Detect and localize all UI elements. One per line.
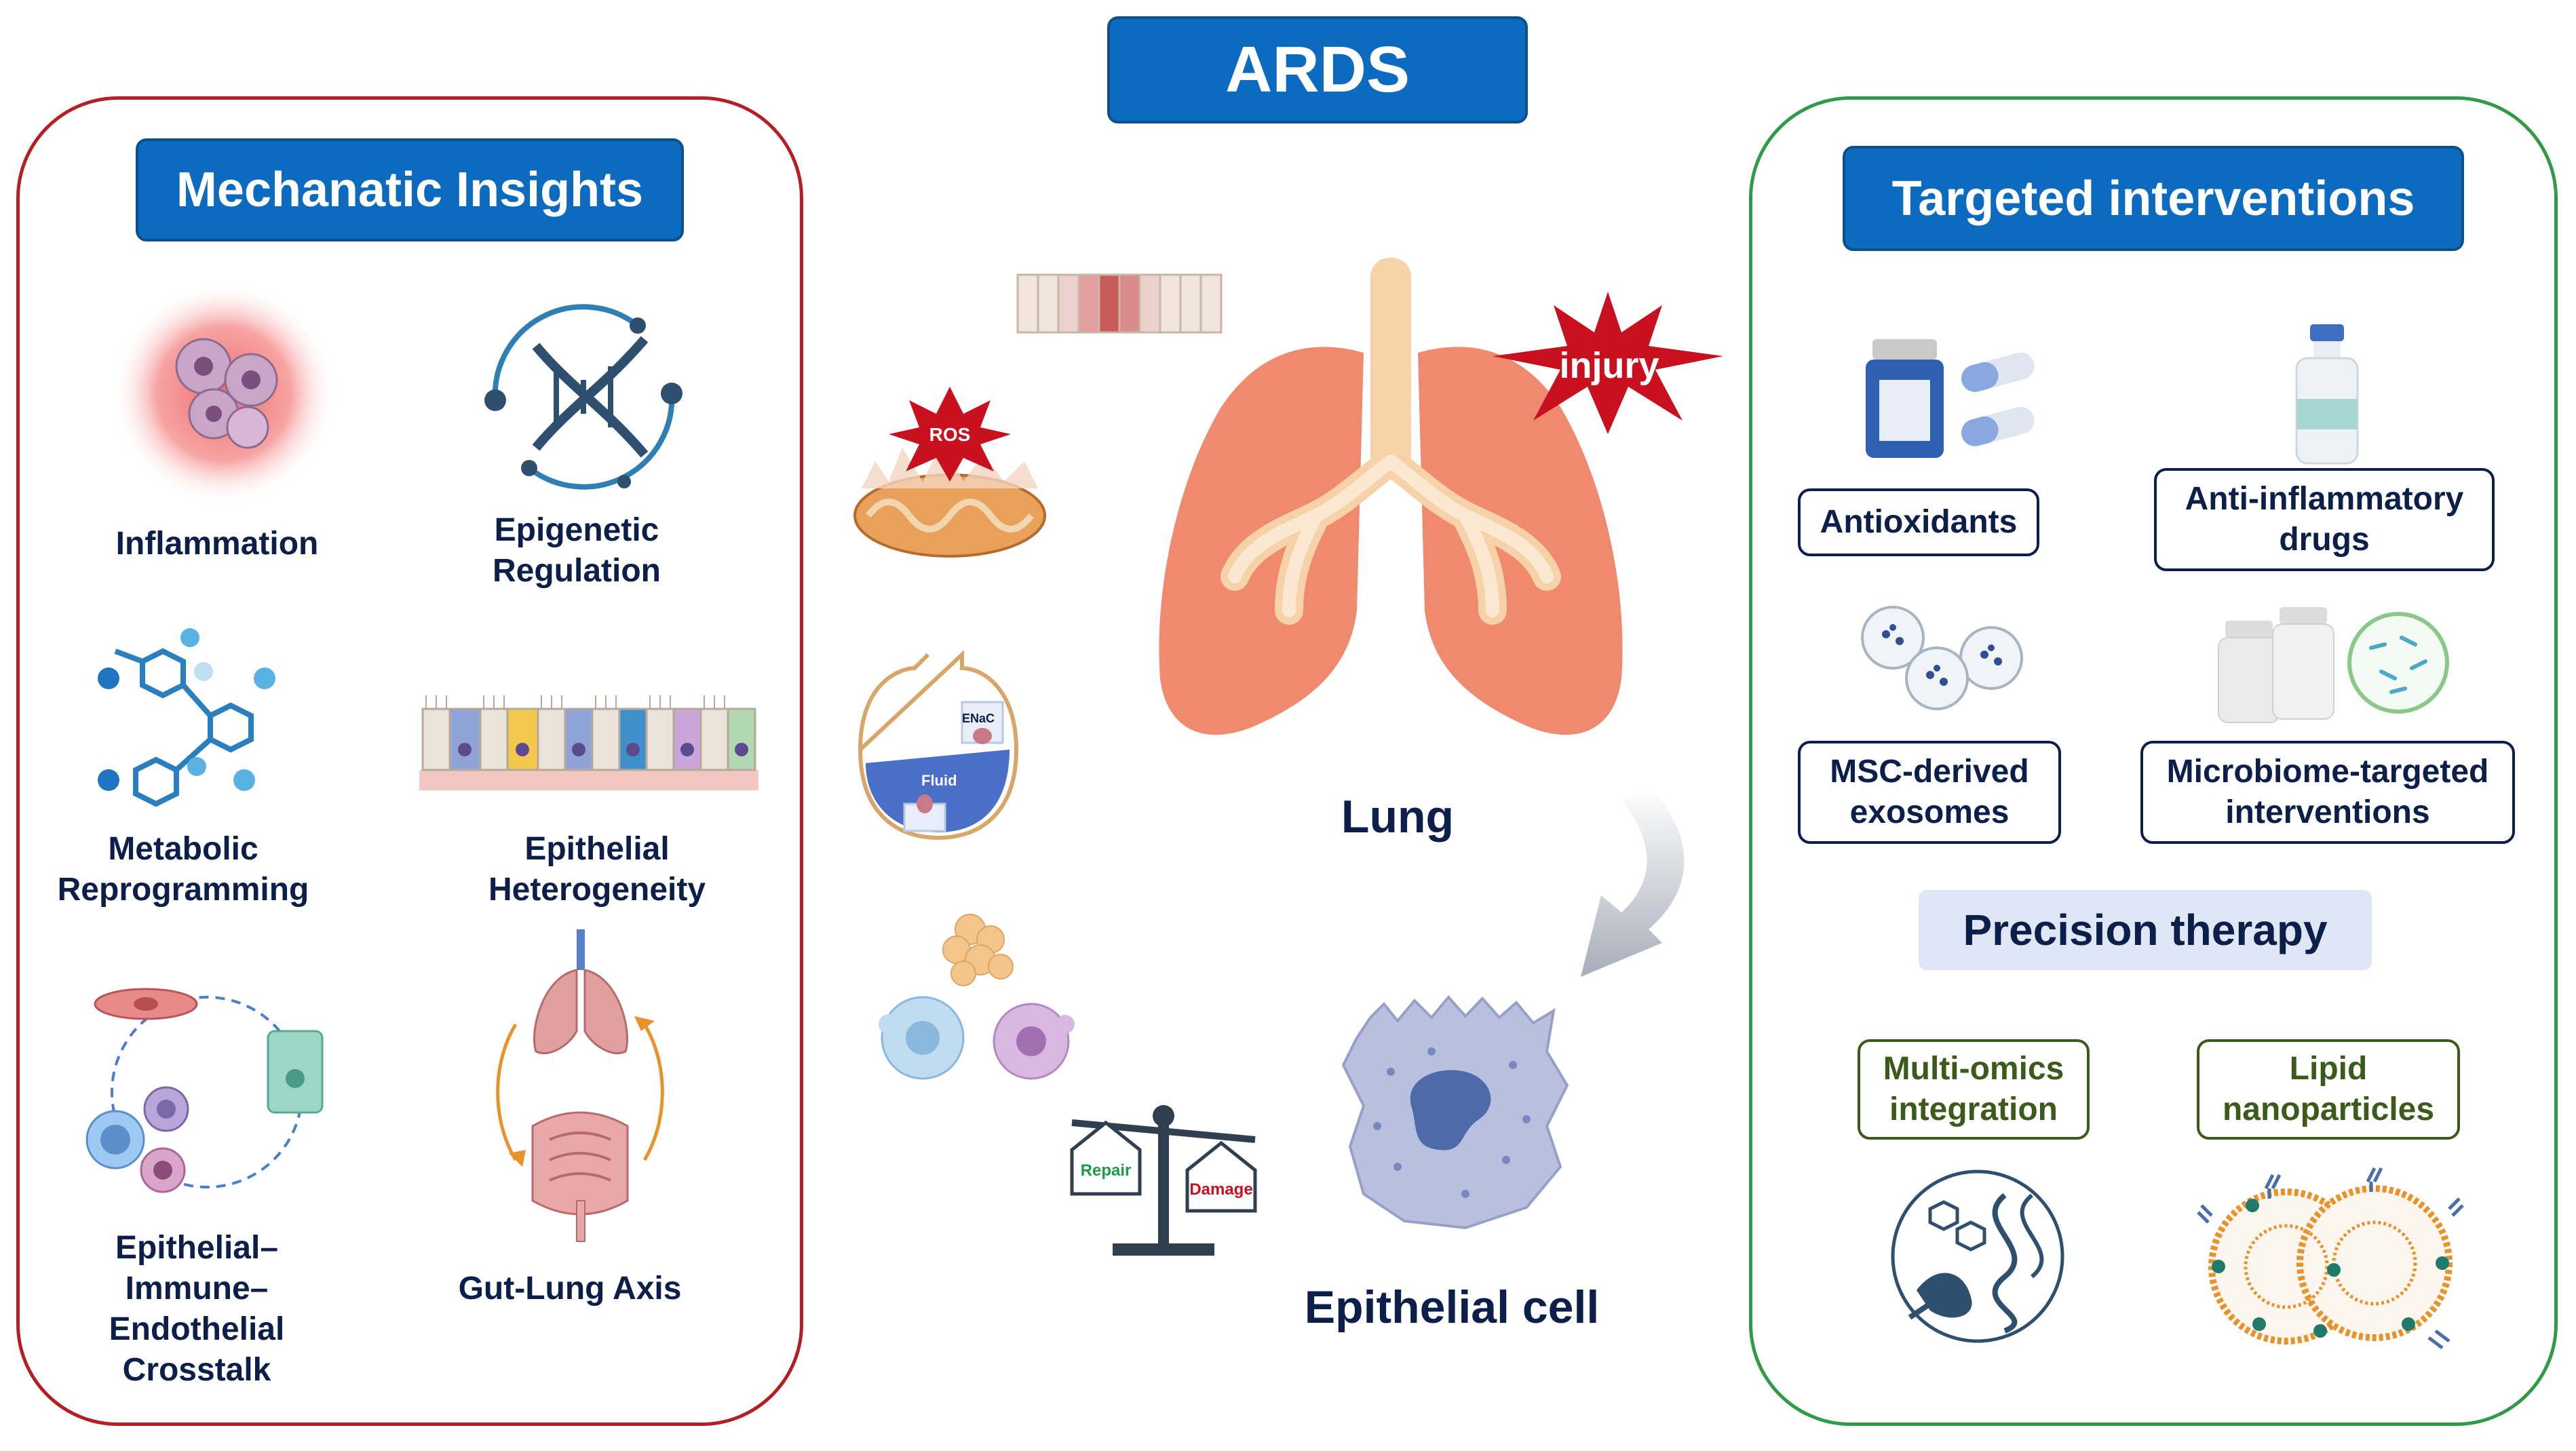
lung-icon xyxy=(1159,258,1623,735)
lipid-line1: Lipid xyxy=(2289,1051,2368,1087)
microbiome-box: Microbiome-targeted interventions xyxy=(2140,741,2515,844)
alveolus-fluid-icon: ENaC Fluid xyxy=(858,650,1019,840)
msc-line2: exosomes xyxy=(1849,794,2010,830)
antioxidants-label: Antioxidants xyxy=(1820,504,2018,540)
crosstalk-line1: Epithelial– xyxy=(115,1230,279,1266)
vial-icon xyxy=(2295,324,2359,465)
metabolic-reprogramming-label: Metabolic Reprogramming xyxy=(41,829,326,910)
inflammation-label: Inflammation xyxy=(115,526,319,562)
ros-label: ROS xyxy=(929,424,971,445)
mechanistic-insights-title-text: Mechanatic Insights xyxy=(176,163,644,217)
metabolic-line1: Metabolic xyxy=(108,831,258,867)
msc-line1: MSC-derived xyxy=(1830,754,2029,790)
lipid-line2: nanoparticles xyxy=(2222,1091,2435,1127)
ards-title: ARDS xyxy=(1107,16,1528,123)
epithelial-cell-icon xyxy=(1341,994,1569,1230)
immune-cells-cluster-icon xyxy=(879,914,1075,1080)
targeted-interventions-title-text: Targeted interventions xyxy=(1891,171,2415,226)
msc-exosomes-box: MSC-derived exosomes xyxy=(1798,741,2061,844)
heterogeneity-line1: Epithelial xyxy=(524,831,670,867)
crosstalk-line3: Endothelial xyxy=(109,1311,285,1347)
nanoparticle-icon xyxy=(2197,1167,2464,1349)
microbiome-line1: Microbiome-targeted xyxy=(2166,754,2489,790)
exosome-icon xyxy=(1861,606,2023,710)
repair-damage-balance-icon: Repair Damage xyxy=(1070,1105,1257,1256)
anti-inflammatory-line1: Anti-inflammatory xyxy=(2185,481,2464,517)
anti-inflammatory-box: Anti-inflammatory drugs xyxy=(2154,468,2495,571)
epigenetic-line2: Regulation xyxy=(493,553,661,589)
epithelial-strip-icon xyxy=(1016,273,1223,334)
epigenetic-regulation-label: Epigenetic Regulation xyxy=(441,510,712,592)
epithelial-layer-icon xyxy=(419,695,758,790)
mechanistic-insights-panel xyxy=(16,96,803,1426)
gut-lung-axis-icon xyxy=(496,929,664,1242)
molecule-network-icon xyxy=(98,628,275,807)
multi-omics-line2: integration xyxy=(1889,1091,2058,1127)
lipid-nanoparticles-box: Lipid nanoparticles xyxy=(2197,1039,2460,1140)
anti-inflammatory-line2: drugs xyxy=(2279,522,2370,558)
metabolic-line2: Reprogramming xyxy=(57,872,309,908)
damage-label: Damage xyxy=(1189,1180,1252,1199)
multi-omics-line1: Multi-omics xyxy=(1883,1051,2064,1087)
heterogeneity-line2: Heterogeneity xyxy=(488,872,706,908)
probiotic-icon xyxy=(2218,607,2449,723)
crosstalk-line4: Crosstalk xyxy=(122,1352,271,1388)
targeted-interventions-title: Targeted interventions xyxy=(1843,146,2464,251)
antioxidants-box: Antioxidants xyxy=(1798,488,2039,556)
epigenetic-line1: Epigenetic xyxy=(494,512,659,548)
dna-helix-icon xyxy=(484,304,683,490)
mechanistic-insights-title: Mechanatic Insights xyxy=(136,138,684,241)
injury-label: injury xyxy=(1559,345,1659,386)
repair-label: Repair xyxy=(1081,1161,1132,1180)
lung-label: Lung xyxy=(1341,791,1455,843)
precision-therapy-text: Precision therapy xyxy=(1963,906,2328,954)
cell-crosstalk-icon xyxy=(85,988,324,1193)
crosstalk-label: Epithelial– Immune– Endothelial Crosstal… xyxy=(54,1228,339,1391)
microbiome-line2: interventions xyxy=(2225,794,2430,830)
inflammation-cells-icon xyxy=(112,282,336,505)
targeted-interventions-panel xyxy=(1749,96,2558,1426)
epithelial-cell-label: Epithelial cell xyxy=(1304,1281,1600,1333)
epithelial-heterogeneity-label: Epithelial Heterogeneity xyxy=(461,829,733,910)
multi-omics-box: Multi-omics integration xyxy=(1858,1039,2090,1140)
injury-burst-icon: injury xyxy=(1493,292,1723,434)
precision-therapy-title: Precision therapy xyxy=(1919,890,2372,970)
omics-icon xyxy=(1891,1169,2064,1343)
pill-bottle-icon xyxy=(1866,339,2035,458)
fluid-label: Fluid xyxy=(921,772,957,789)
crosstalk-line2: Immune– xyxy=(125,1271,269,1307)
mitochondria-ros-icon: ROS xyxy=(853,387,1046,558)
curved-arrow-icon xyxy=(1581,787,1685,977)
ards-title-text: ARDS xyxy=(1225,33,1410,106)
gut-lung-axis-label: Gut-Lung Axis xyxy=(458,1271,682,1307)
enac-label: ENaC xyxy=(962,712,995,725)
